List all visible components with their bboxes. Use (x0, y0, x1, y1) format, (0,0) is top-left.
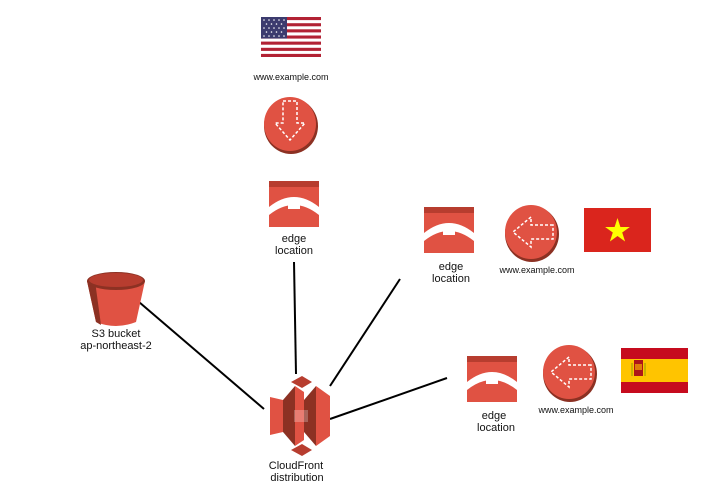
connector-s3 (138, 301, 265, 410)
request-arrow-left-es-icon (543, 345, 597, 402)
s3-label-2: ap-northeast-2 (80, 340, 152, 352)
edge-location-right-top-label-2: location (432, 273, 470, 285)
connector-edge-right-top (329, 278, 401, 387)
edge-location-right-bottom-icon (467, 356, 517, 402)
edge-location-right-top-icon (424, 207, 474, 253)
request-arrow-left-vn-icon (505, 205, 559, 262)
connectors (138, 261, 448, 420)
es-site-label: www.example.com (538, 405, 614, 415)
cloudfront-label-1: CloudFront (268, 460, 324, 472)
edge-location-top-icon (269, 181, 319, 227)
cloudfront-label-2: distribution (270, 472, 324, 484)
us-flag-icon (261, 17, 321, 57)
request-arrow-down-icon (264, 97, 318, 154)
edge-location-top-label-2: location (275, 245, 313, 257)
connector-edge-top (293, 261, 297, 375)
us-site-label: www.example.com (253, 72, 329, 82)
edge-location-right-top-label-1: edge (438, 261, 464, 273)
s3-label-1: S3 bucket (91, 328, 141, 340)
edge-location-right-bottom-label-1: edge (481, 410, 507, 422)
edge-location-right-bottom-label-2: location (477, 422, 515, 434)
vn-site-label: www.example.com (499, 265, 575, 275)
edge-location-top-label-1: edge (281, 233, 307, 245)
spain-flag-icon (621, 348, 688, 393)
vietnam-flag-icon (584, 208, 651, 252)
connector-edge-right-bottom (329, 377, 448, 420)
s3-bucket-icon (87, 272, 145, 326)
cloudfront-icon (270, 376, 330, 456)
